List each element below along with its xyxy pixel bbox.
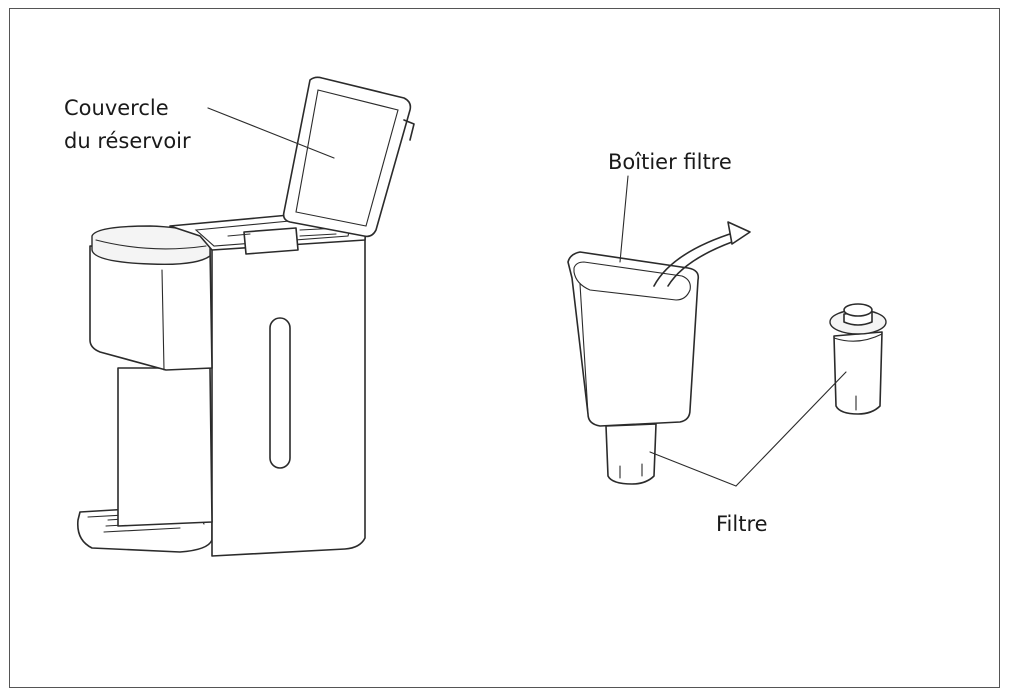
filter-label: Filtre [716, 512, 768, 536]
coffee-machine-illustration [76, 76, 415, 557]
lid-label-line1: Couvercle [64, 96, 169, 120]
filter-cartridge-illustration [829, 303, 887, 415]
illustration [76, 76, 887, 557]
filter-housing-label: Boîtier filtre [608, 150, 732, 174]
filter-housing-illustration [567, 221, 751, 485]
lid-label-line2: du réservoir [64, 129, 191, 153]
leader-lines [207, 107, 847, 487]
